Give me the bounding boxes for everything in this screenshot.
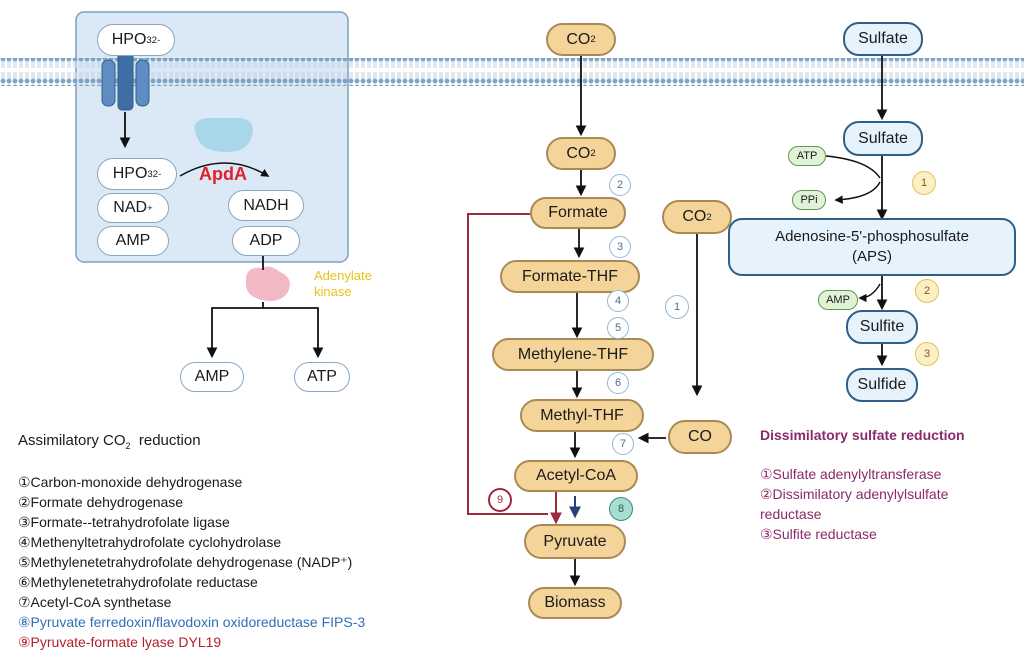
apda-enzyme-shape <box>194 118 253 152</box>
step-6-marker: 6 <box>607 372 629 394</box>
legend-item-9: ⑨Pyruvate-formate lyase DYL19 <box>18 634 222 650</box>
sulfate-legend-title: Dissimilatory sulfate reduction <box>760 427 965 443</box>
adp-node: ADP <box>232 226 300 256</box>
step-3-marker: 3 <box>609 236 631 258</box>
co-node: CO <box>668 420 732 454</box>
step-5-marker: 5 <box>607 317 629 339</box>
sulfate-legend-item-1: ①Sulfate adenylyltransferase <box>760 466 942 482</box>
legend-item-7: ⑦Acetyl-CoA synthetase <box>18 594 172 610</box>
methyl-thf-node: Methyl-THF <box>520 399 644 432</box>
legend-item-6: ⑥Methylenetetrahydrofolate reductase <box>18 574 258 590</box>
nadh-node: NADH <box>228 190 304 221</box>
step-4-marker: 4 <box>607 290 629 312</box>
methylene-thf-node: Methylene-THF <box>492 338 654 371</box>
aps-node: Adenosine-5'-phosphosulfate (APS) <box>728 218 1016 276</box>
atp-cofactor: ATP <box>788 146 826 166</box>
legend-item-4: ④Methenyltetrahydrofolate cyclohydrolase <box>18 534 282 550</box>
amp-product-node: AMP <box>180 362 244 392</box>
step-1-marker: 1 <box>665 295 689 319</box>
biomass-node: Biomass <box>528 587 622 619</box>
atp-product-node: ATP <box>294 362 350 392</box>
sulfate-step-1-marker: 1 <box>912 171 936 195</box>
pyruvate-node: Pyruvate <box>524 524 626 559</box>
amp-inner-node: AMP <box>97 226 169 256</box>
step-7-marker: 7 <box>612 433 634 455</box>
step-2-marker: 2 <box>609 174 631 196</box>
sulfate-step-3-marker: 3 <box>915 342 939 366</box>
ppi-cofactor: PPi <box>792 190 826 210</box>
step-8-marker: 8 <box>609 497 633 521</box>
amp-cofactor: AMP <box>818 290 858 310</box>
legend-item-1: ①Carbon-monoxide dehydrogenase <box>18 474 243 490</box>
legend-item-2: ②Formate dehydrogenase <box>18 494 184 510</box>
legend-item-8: ⑧Pyruvate ferredoxin/flavodoxin oxidored… <box>18 614 366 630</box>
sulfide-node: Sulfide <box>846 368 918 402</box>
formate-thf-node: Formate-THF <box>500 260 640 293</box>
sulfite-node: Sulfite <box>846 310 918 344</box>
adenylate-kinase-shape <box>245 266 290 301</box>
legend-item-5: ⑤Methylenetetrahydrofolate dehydrogenase… <box>18 554 353 570</box>
cell-membrane <box>0 58 1024 86</box>
formate-node: Formate <box>530 197 626 229</box>
sulfate-legend-item-2: ②Dissimilatory adenylylsulfate <box>760 486 949 502</box>
step-9-marker: 9 <box>488 488 512 512</box>
acetyl-coa-node: Acetyl-CoA <box>514 460 638 492</box>
adenylate-kinase-label: Adenylate kinase <box>314 268 372 299</box>
assimilatory-legend-title: Assimilatory CO2 reduction <box>18 432 201 451</box>
nad-node: NAD+ <box>97 193 169 223</box>
sulfate-extracellular-node: Sulfate <box>843 22 923 56</box>
legend-item-3: ③Formate--tetrahydrofolate ligase <box>18 514 230 530</box>
apda-enzyme-label: ApdA <box>199 164 247 184</box>
sulfate-legend-item-2-cont: reductase <box>760 506 822 522</box>
transporter-protein <box>101 51 150 111</box>
sulfate-intracellular-node: Sulfate <box>843 121 923 156</box>
sulfate-step-2-marker: 2 <box>915 279 939 303</box>
sulfate-legend-item-3: ③Sulfite reductase <box>760 526 877 542</box>
